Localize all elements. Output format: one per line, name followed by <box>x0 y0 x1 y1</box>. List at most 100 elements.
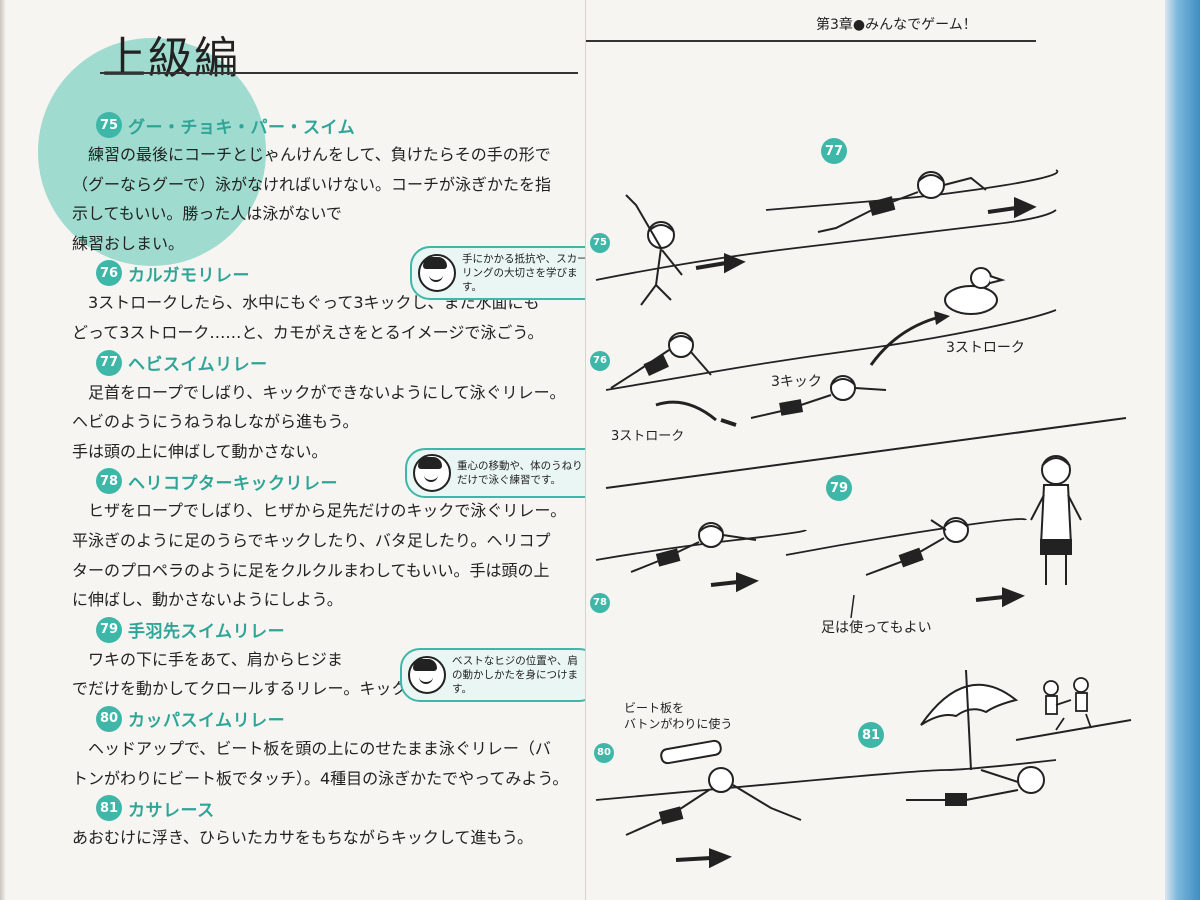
item-title: カサレース <box>128 800 215 821</box>
body-line: ヘッドアップで、ビート板を頭の上にのせたまま泳ぐリレー（バ <box>88 738 551 758</box>
divider-line <box>605 417 1127 489</box>
body-line: どって3ストローク……と、カモがえさをとるイメージで泳ごう。 <box>72 322 544 342</box>
item-title: 手羽先スイムリレー <box>128 622 286 643</box>
page-gutter-shadow <box>0 0 6 900</box>
body-line: 練習おしまい。 <box>72 233 185 253</box>
swimmer-figure <box>865 517 969 576</box>
item-title: グー・チョキ・パー・スイム <box>128 117 356 138</box>
standing-boy-figure <box>1030 455 1082 585</box>
side-badge: 76 <box>590 348 616 371</box>
swimmer-figure <box>750 375 887 419</box>
title-rule <box>100 72 578 74</box>
curve-arrow-head <box>934 311 950 325</box>
swimmer-figure <box>906 766 1045 806</box>
label-three-kick: 3キック <box>771 374 822 390</box>
water-line <box>595 759 1057 801</box>
item-number-badge: 79 <box>96 616 122 643</box>
body-line: 練習の最後にコーチとじゃんけんをして、負けたらその手の形で <box>88 145 551 164</box>
side-badge: 75 <box>590 230 616 253</box>
right-page: 第3章●みんなでゲーム！ <box>585 0 1166 900</box>
body-line: トンがわりにビート板でタッチ）。4種目の泳ぎかたでやってみよう。 <box>72 768 569 788</box>
label-three-stroke: 3ストローク <box>611 429 684 444</box>
illustration-badge: 77 <box>821 138 853 164</box>
label-feet-ok: 足は使ってもよい <box>821 619 932 636</box>
item-number-badge: 77 <box>96 349 122 376</box>
coach-face-icon <box>408 656 446 694</box>
curve-arrow <box>655 400 717 422</box>
book-edge <box>1165 0 1200 900</box>
section-title: 上級編 <box>102 33 240 84</box>
body-line: 手は頭の上に伸ばして動かさない。 <box>72 441 328 461</box>
item-head: 79 手羽先スイムリレー <box>96 615 572 645</box>
tip-text: 重心の移動や、体のうねりだけで泳ぐ練習です。 <box>457 460 583 486</box>
tip-bubble: ベストなヒジの位置や、肩の動かしかたを身につけます。 <box>400 648 585 702</box>
tip-text: ベストなヒジの位置や、肩の動かしかたを身につけます。 <box>452 655 578 695</box>
item-body: あおむけに浮き、ひらいたカサをもちながらキックして進もう。 <box>72 823 572 853</box>
swimmer-figure <box>630 522 757 573</box>
direction-arrow <box>675 196 1037 869</box>
item-title: ヘビスイムリレー <box>128 355 268 376</box>
item-80: 80 カッパスイムリレー ヘッドアップで、ビート板を頭の上にのせたまま泳ぐリレー… <box>72 704 572 793</box>
body-line: に伸ばし、動かさないようにしよう。 <box>72 590 343 610</box>
item-title: カッパスイムリレー <box>128 711 286 732</box>
teal-circle-decoration <box>38 38 266 266</box>
left-page: 上級編 75 グー・チョキ・パー・スイム 練習の最後にコーチとじゃんけんをして、… <box>0 0 587 900</box>
side-badge: 78 <box>590 590 616 613</box>
item-head: 78 ヘリコプターキックリレー <box>96 466 572 496</box>
pointer-line <box>850 594 855 619</box>
header-rule <box>586 40 1036 42</box>
illustration-badge: 79 <box>826 475 858 501</box>
item-81: 81 カサレース あおむけに浮き、ひらいたカサをもちながらキックして進もう。 <box>72 793 572 853</box>
body-line: ワキの下に手をあて、肩からヒジま <box>88 649 343 669</box>
item-head: 75 グー・チョキ・パー・スイム <box>96 110 572 140</box>
item-number-badge: 76 <box>96 260 122 287</box>
chapter-header: 第3章●みんなでゲーム！ <box>816 17 977 33</box>
item-number-badge: 75 <box>96 112 122 138</box>
item-title: ヘリコプターキックリレー <box>128 473 338 494</box>
item-head: 76 カルガモリレー <box>96 258 572 288</box>
spectator-kids-figure <box>1043 677 1092 731</box>
body-line: （グーならグーで）泳がなければいけない。コーチが泳ぎかたを指 <box>72 174 552 194</box>
body-line: 平泳ぎのように足のうらでキックしたり、バタ足したり。ヘリコプ <box>72 530 551 550</box>
tip-bubble: 手にかかる抵抗や、スカーリングの大切さを学びます。 <box>410 246 587 300</box>
pool-edge-line <box>1015 719 1132 741</box>
body-line: 足首をロープでしばり、キックができないようにして泳ぐリレー。 <box>88 382 566 402</box>
water-line <box>595 529 807 561</box>
coach-face-icon <box>413 454 451 492</box>
illustration-number-badge: 77 <box>821 138 847 164</box>
illustration-number-badge: 79 <box>826 475 852 501</box>
side-number-badge: 76 <box>590 350 610 371</box>
item-body: ヘッドアップで、ビート板を頭の上にのせたまま泳ぐリレー（バ トンがわりにビート板… <box>72 734 572 793</box>
coach-face-icon <box>418 254 456 292</box>
water-line <box>785 518 1027 556</box>
label-three-stroke: 3ストローク <box>946 340 1025 356</box>
item-77: 77 ヘビスイムリレー 足首をロープでしばり、キックができないようにして泳ぐリレ… <box>72 348 572 467</box>
label-kickboard: バトンがわりに使う <box>624 716 732 731</box>
tip-bubble: 重心の移動や、体のうねりだけで泳ぐ練習です。 <box>405 448 585 498</box>
item-78: 78 ヘリコプターキックリレー ヒザをロープでしばり、ヒザから足先だけのキックで… <box>72 466 572 614</box>
item-body: ヒザをロープでしばり、ヒザから足先だけのキックで泳ぐリレー。 平泳ぎのように足の… <box>72 496 572 614</box>
body-line: 示してもいい。勝った人は泳がないで <box>72 204 342 224</box>
swimmer-figure <box>817 171 987 233</box>
duck-icon <box>944 267 1006 315</box>
item-head: 77 ヘビスイムリレー <box>96 348 572 378</box>
side-badge: 80 <box>594 740 620 763</box>
item-title: カルガモリレー <box>128 265 250 286</box>
side-number-badge: 80 <box>594 742 614 763</box>
item-body: 練習の最後にコーチとじゃんけんをして、負けたらその手の形で （グーならグーで）泳… <box>72 140 572 258</box>
body-line: ターのプロペラのように足をクルクルまわしてもいい。手は頭の上 <box>72 560 550 580</box>
body-line: ヒザをロープでしばり、ヒザから足先だけのキックで泳ぐリレー。 <box>88 501 567 521</box>
side-number-badge: 75 <box>590 232 610 253</box>
swimmer-figure <box>610 332 712 389</box>
item-head: 80 カッパスイムリレー <box>96 704 572 734</box>
tip-text: 手にかかる抵抗や、スカーリングの大切さを学びます。 <box>462 253 587 293</box>
item-head: 81 カサレース <box>96 793 572 823</box>
illustration-number-badge: 81 <box>858 722 884 748</box>
illustration-badge: 81 <box>858 722 890 748</box>
item-list: 75 グー・チョキ・パー・スイム 練習の最後にコーチとじゃんけんをして、負けたら… <box>72 110 572 853</box>
water-line <box>765 169 1059 211</box>
side-number-badge: 78 <box>590 592 610 613</box>
curve-arrow <box>869 316 937 366</box>
item-body: 足首をロープでしばり、キックができないようにして泳ぐリレー。 ヘビのようにうねう… <box>72 378 572 467</box>
